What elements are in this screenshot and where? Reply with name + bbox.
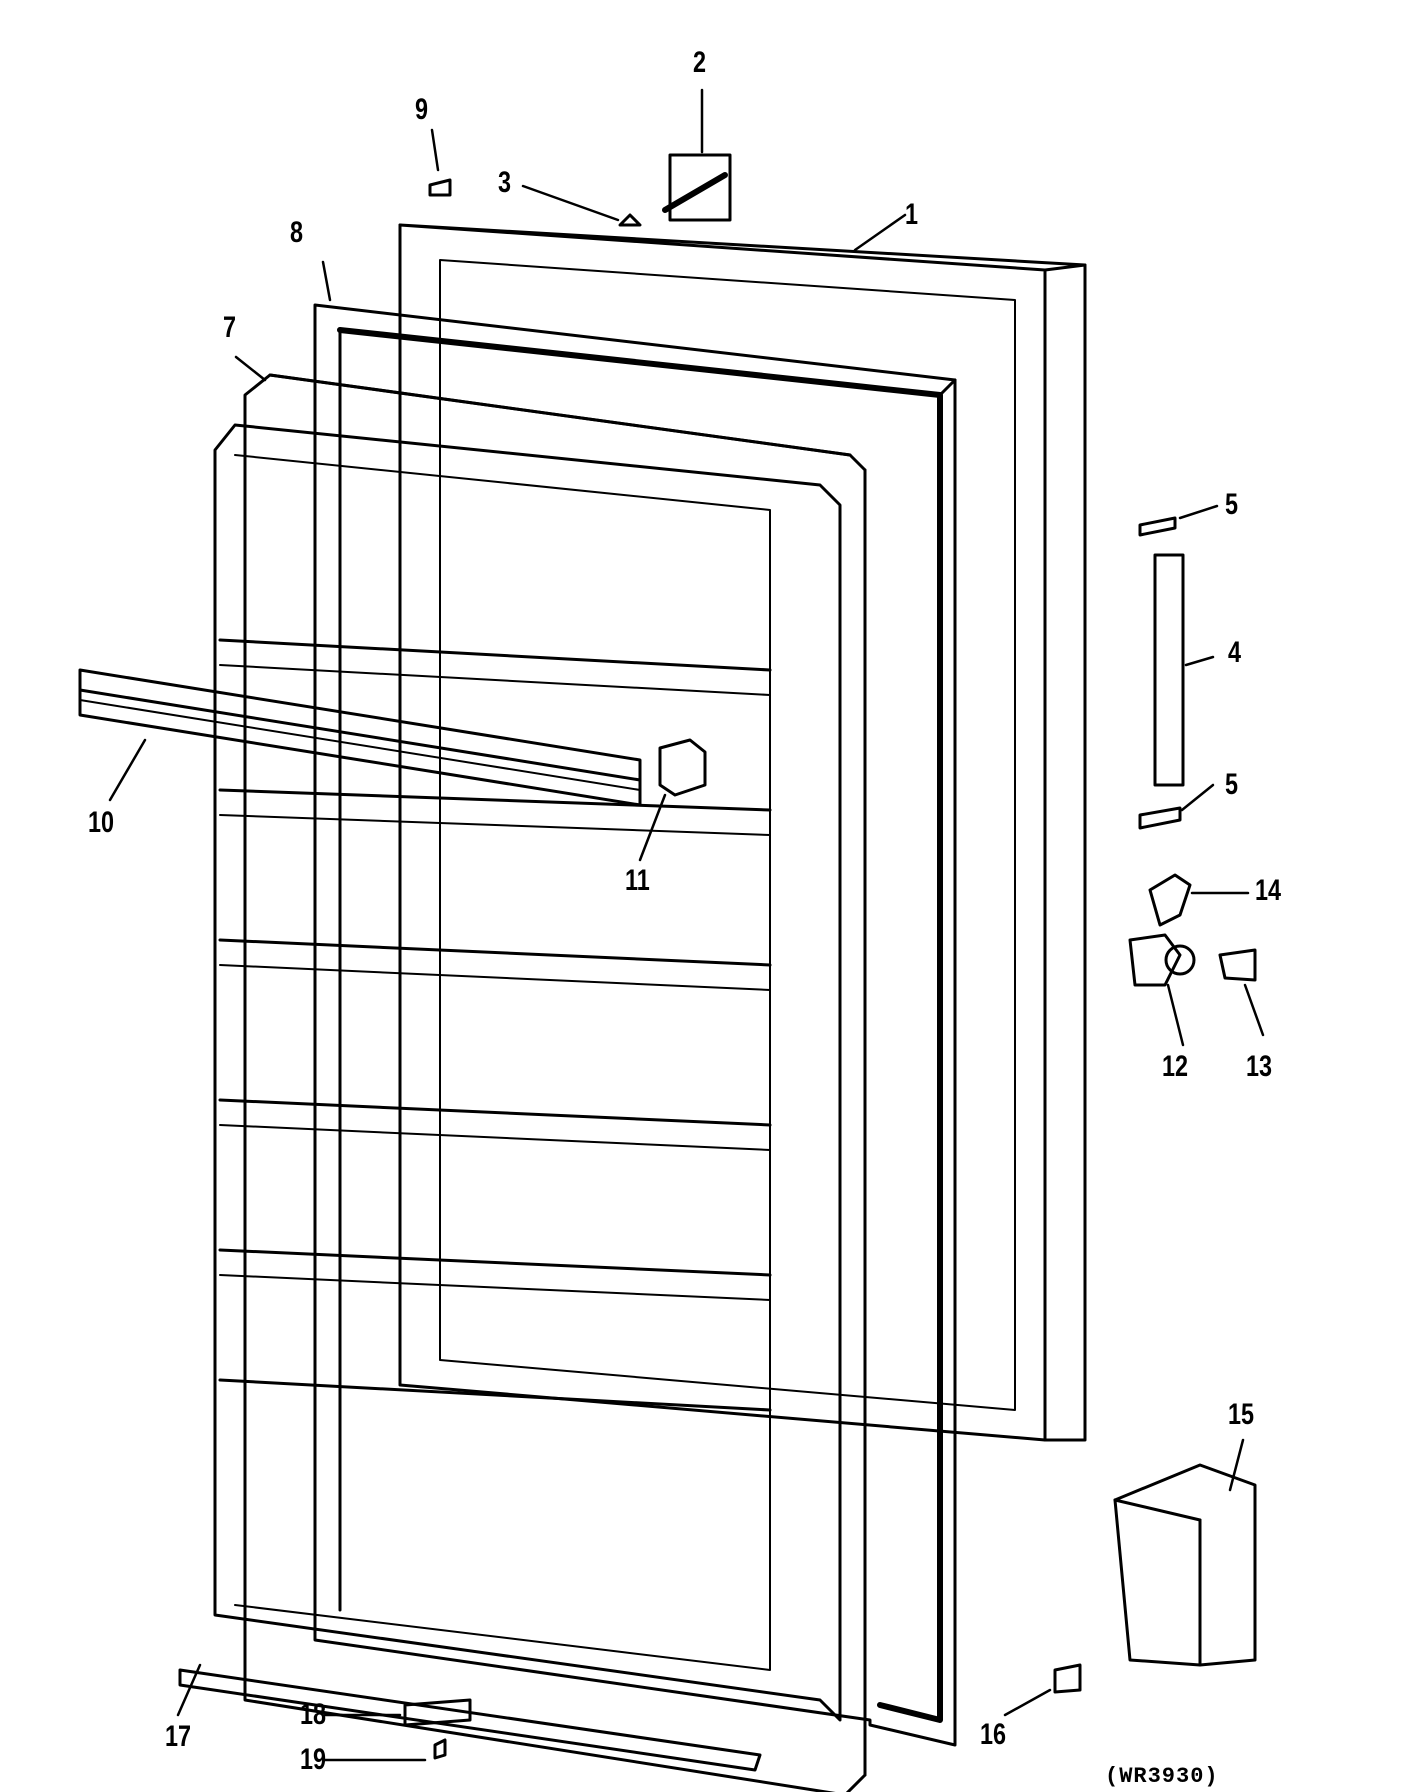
stop-cap-bottom: [1138, 806, 1182, 830]
callout-2: 2: [693, 46, 707, 79]
callout-1: 1: [905, 198, 919, 231]
callout-11: 11: [625, 864, 650, 897]
drawing-code: (WR3930): [1105, 1764, 1219, 1789]
callout-5-bottom: 5: [1225, 768, 1239, 801]
latch-clip: [1148, 873, 1192, 927]
callout-14: 14: [1255, 874, 1282, 907]
stop-cap-top: [1138, 516, 1177, 537]
door-gasket: [313, 303, 957, 1747]
bottom-plug: [1053, 1663, 1082, 1694]
hinge-cover: [1113, 1463, 1257, 1667]
bottom-hinge-screw: [433, 1738, 447, 1760]
callout-13: 13: [1246, 1050, 1273, 1083]
callout-12: 12: [1162, 1050, 1189, 1083]
callout-18: 18: [300, 1698, 327, 1731]
shelf-bar: [78, 668, 642, 807]
callout-10: 10: [88, 806, 115, 839]
callout-17: 17: [165, 1720, 192, 1753]
leader-lines: [108, 88, 1265, 1762]
callout-15: 15: [1228, 1398, 1255, 1431]
callout-9: 9: [415, 93, 429, 126]
door-stop-channel: [1153, 553, 1185, 787]
inner-door-liner: [213, 373, 867, 1792]
top-hinge-bracket: [662, 153, 732, 222]
top-plug-button: [428, 178, 452, 197]
door-shelves: [218, 638, 772, 1412]
latch-strike: [1218, 948, 1257, 982]
callout-4: 4: [1228, 636, 1242, 669]
callout-16: 16: [980, 1718, 1007, 1751]
bar-end-clip: [658, 738, 707, 797]
outer-door-panel: [398, 223, 1087, 1442]
bottom-hinge-bracket: [403, 1698, 472, 1727]
hinge-screw: [618, 213, 642, 227]
callout-5-top: 5: [1225, 488, 1239, 521]
callout-8: 8: [290, 216, 304, 249]
bottom-trim-bar: [178, 1668, 762, 1772]
callout-7: 7: [223, 311, 237, 344]
callout-3: 3: [498, 166, 512, 199]
callout-19: 19: [300, 1743, 327, 1776]
latch-assembly: [1128, 933, 1196, 987]
